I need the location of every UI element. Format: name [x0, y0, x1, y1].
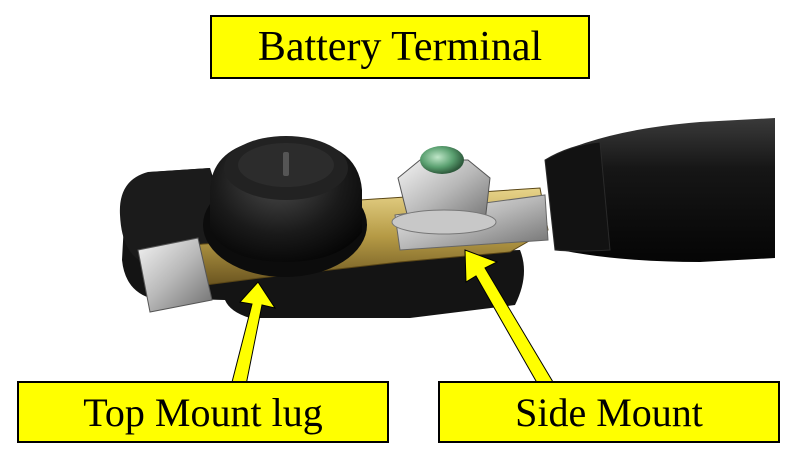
cap-slot [283, 152, 289, 176]
title-label: Battery Terminal [210, 15, 590, 79]
arrow-side-mount [464, 249, 554, 389]
bolt-top [420, 146, 464, 174]
square-nut [137, 237, 213, 313]
arrow-top-mount [229, 281, 277, 391]
washer [391, 209, 497, 235]
cable-heatshrink [544, 141, 611, 252]
side-mount-label: Side Mount [438, 381, 780, 443]
top-mount-label: Top Mount lug [17, 381, 389, 443]
